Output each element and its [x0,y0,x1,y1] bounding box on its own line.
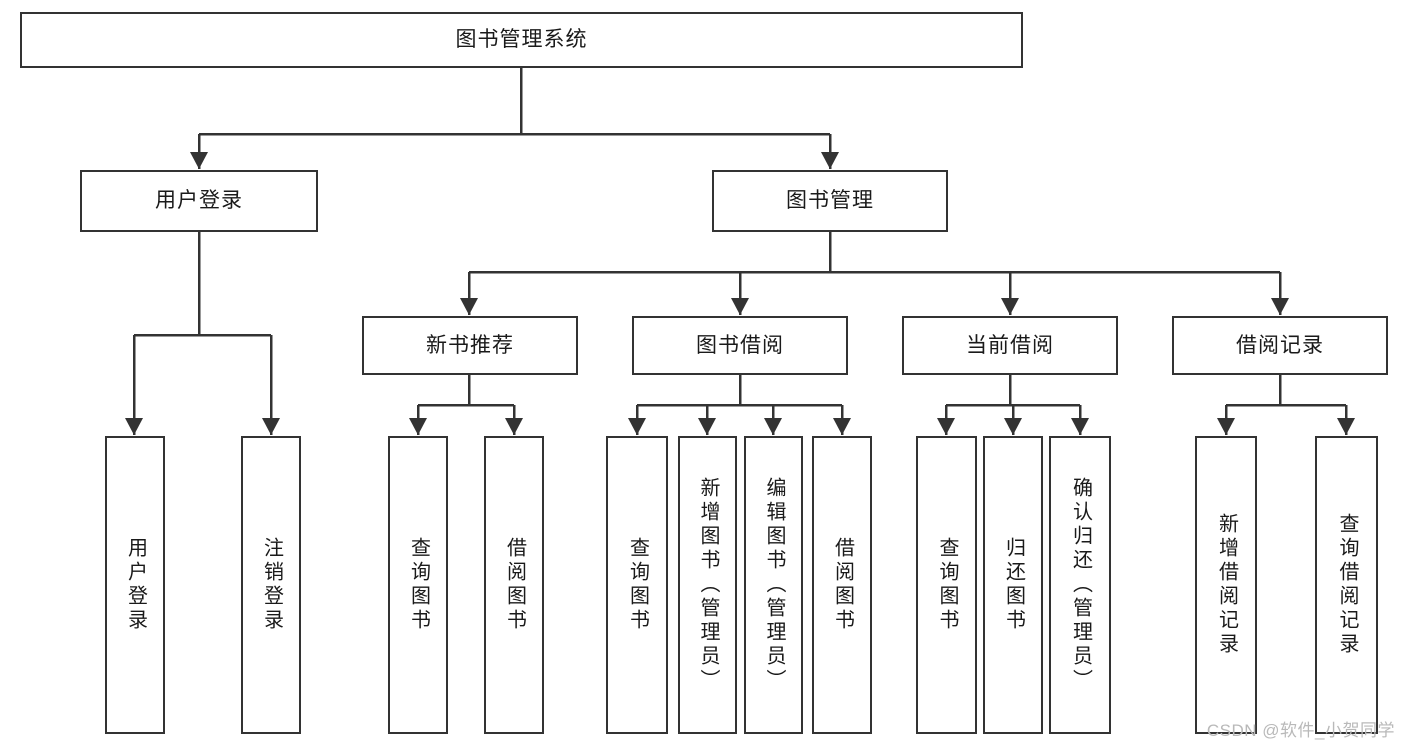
leaf-confirm-return[interactable]: 确认归还（管理员） [1049,436,1111,734]
leaf-query-book-1[interactable]: 查询图书 [388,436,448,734]
node-book-borrow[interactable]: 图书借阅 [632,316,848,375]
leaf-query-book-1-label: 查询图书 [407,537,430,633]
leaf-confirm-return-label: 确认归还（管理员） [1069,477,1092,693]
leaf-borrow-book-1-label: 借阅图书 [503,537,526,633]
leaf-return-book[interactable]: 归还图书 [983,436,1043,734]
leaf-borrow-book-1[interactable]: 借阅图书 [484,436,544,734]
node-borrow-record-label: 借阅记录 [1236,333,1324,357]
node-current-borrow[interactable]: 当前借阅 [902,316,1118,375]
node-book-management-label: 图书管理 [786,189,874,213]
leaf-logout-label: 注销登录 [260,537,283,633]
leaf-user-login[interactable]: 用户登录 [105,436,165,734]
leaf-add-borrow-record-label: 新增借阅记录 [1215,513,1238,657]
leaf-query-borrow-record[interactable]: 查询借阅记录 [1315,436,1378,734]
leaf-add-borrow-record[interactable]: 新增借阅记录 [1195,436,1257,734]
leaf-query-book-3-label: 查询图书 [936,537,958,633]
node-borrow-record[interactable]: 借阅记录 [1172,316,1388,375]
leaf-logout[interactable]: 注销登录 [241,436,301,734]
node-book-management[interactable]: 图书管理 [712,170,948,232]
node-root-label: 图书管理系统 [455,28,588,52]
node-root[interactable]: 图书管理系统 [20,12,1023,68]
leaf-edit-book-label: 编辑图书（管理员） [763,477,785,693]
node-new-book-recommend[interactable]: 新书推荐 [362,316,578,375]
leaf-query-book-3[interactable]: 查询图书 [916,436,977,734]
leaf-edit-book[interactable]: 编辑图书（管理员） [744,436,803,734]
node-user-login-label: 用户登录 [155,189,243,213]
leaf-query-borrow-record-label: 查询借阅记录 [1336,513,1358,657]
leaf-borrow-book-2[interactable]: 借阅图书 [812,436,872,734]
leaf-borrow-book-2-label: 借阅图书 [831,537,854,633]
node-new-book-recommend-label: 新书推荐 [426,333,514,357]
node-current-borrow-label: 当前借阅 [966,333,1054,357]
leaf-query-book-2-label: 查询图书 [626,537,649,633]
node-user-login[interactable]: 用户登录 [80,170,318,232]
leaf-add-book[interactable]: 新增图书（管理员） [678,436,737,734]
watermark-text: CSDN @软件_小贺同学 [1206,721,1395,740]
leaf-return-book-label: 归还图书 [1002,537,1025,633]
leaf-add-book-label: 新增图书（管理员） [697,477,719,693]
leaf-user-login-label: 用户登录 [124,537,147,633]
node-book-borrow-label: 图书借阅 [696,333,784,357]
leaf-query-book-2[interactable]: 查询图书 [606,436,668,734]
